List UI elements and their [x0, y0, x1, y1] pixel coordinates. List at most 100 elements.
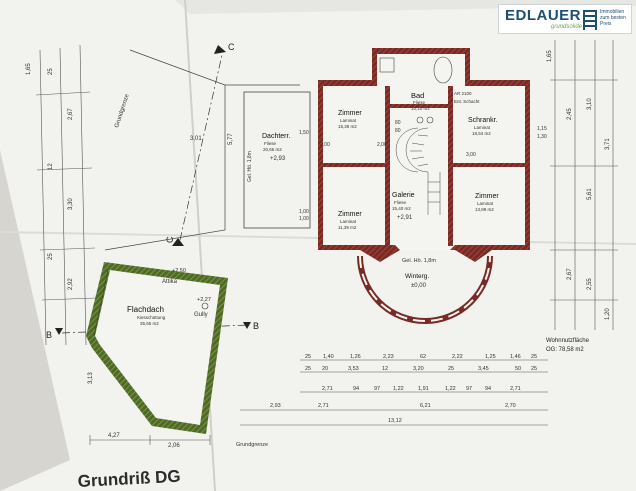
- roof-terrace-outline: [243, 91, 311, 229]
- dim-label: 25: [48, 68, 54, 75]
- room-schrankr-name: Schrankr.: [468, 117, 498, 124]
- dim-label: 2,06: [168, 443, 180, 449]
- dim-label: 97: [466, 386, 472, 392]
- dim-label: 1,40: [323, 354, 334, 360]
- room-schrankr-area: 18,54 m2: [472, 131, 491, 136]
- bottom-left-dimension: [89, 435, 211, 445]
- flat-roof-level: +2,27: [197, 297, 211, 303]
- dim-label: 50: [515, 366, 521, 372]
- logo-slogan: grundsolide: [551, 24, 583, 30]
- section-mark-c: C: [228, 42, 235, 52]
- bottom-dimension-chain: [240, 359, 548, 426]
- living-area-label: Wohnnutzfläche: [546, 338, 590, 344]
- shower-icon: [379, 57, 395, 73]
- dim-label: 3,53: [348, 366, 359, 372]
- dim-label: 1,30: [537, 134, 547, 140]
- dim-label: 97: [374, 386, 380, 392]
- bottom-dimension-row-1: 25 1,40 1,26 2,23 62 2,22 1,25 1,46 25: [305, 354, 537, 360]
- galerie-level: +2,91: [397, 215, 413, 221]
- dim-label: 20: [322, 366, 328, 372]
- dim-label: 94: [353, 386, 359, 392]
- paper-shadow: [0, 150, 70, 491]
- dim-label: 94: [485, 386, 491, 392]
- room-zimmer-c-name: Zimmer: [475, 193, 499, 200]
- dim-label: 3,00: [466, 152, 476, 158]
- dim-label: 1,25: [485, 354, 496, 360]
- room-zimmer-a-floor: Laminat: [340, 118, 357, 123]
- logo-tagline-line: zum besten: [600, 15, 626, 21]
- dim-label: 3,30: [68, 198, 74, 210]
- dim-label: 1,65: [26, 63, 32, 75]
- dim-label: 1,00: [299, 216, 309, 222]
- railing-height: Gel. Hö. 1,8m: [402, 258, 436, 264]
- room-galerie-area: 15,40 m2: [392, 206, 411, 211]
- dim-label: 1,15: [537, 126, 547, 132]
- dim-label: 1,20: [605, 308, 611, 320]
- dim-label: 5,61: [587, 188, 593, 200]
- dim-label: 25: [531, 354, 537, 360]
- dim-label: 4,27: [108, 433, 120, 439]
- dim-label: 2,71: [318, 403, 329, 409]
- room-zimmer-b-area: 11,39 m2: [338, 225, 357, 230]
- dim-label: 2,55: [587, 278, 593, 290]
- staircase: [395, 127, 441, 215]
- dim-label: 3,01: [190, 136, 202, 142]
- flat-roof-name: Flachdach: [127, 305, 164, 314]
- paper-fold: [184, 0, 216, 491]
- dim-label: 25: [305, 354, 311, 360]
- dim-label: 1,26: [350, 354, 361, 360]
- dim-label: 2,71: [510, 386, 521, 392]
- sink-icon: [426, 116, 434, 124]
- left-dimension-labels: 1,65 25 2,67 12 3,30 25 2,92: [26, 63, 74, 290]
- room-schrankr-floor: Laminat: [474, 125, 491, 130]
- dim-label: 62: [420, 354, 426, 360]
- wintergarden-name: Winterg.: [405, 273, 429, 280]
- dim-label: 3,20: [413, 366, 424, 372]
- section-mark-c: C: [165, 236, 175, 243]
- section-mark-b: B: [253, 321, 259, 331]
- section-arrow: [243, 322, 251, 329]
- inner-dimension-labels: 1,50 1,00 1,00 80 80 1,15 1,30 2,00 2,00…: [299, 120, 547, 222]
- dim-label: 1,22: [445, 386, 456, 392]
- dim-label: 2,67: [68, 108, 74, 120]
- dim-label: 2,00: [320, 142, 330, 148]
- bathtub-icon: [433, 56, 453, 84]
- agency-logo: EDLAUER grundsolide Immobilien zum beste…: [498, 4, 632, 34]
- dim-label: 12: [382, 366, 388, 372]
- property-boundary: [104, 49, 300, 251]
- section-arrow: [214, 45, 226, 54]
- boundary-label: Grundgrenze: [236, 442, 268, 448]
- room-galerie-floor: Fliese: [394, 200, 407, 205]
- dim-label: 25: [305, 366, 311, 372]
- dim-label: 3,45: [478, 366, 489, 372]
- attika-level: +2,50: [172, 268, 186, 274]
- dim-label: 2,71: [322, 386, 333, 392]
- room-zimmer-c-area: 13,89 m2: [475, 207, 494, 212]
- section-arrow: [55, 328, 63, 335]
- bottom-dimension-row-4: 2,93 2,71 6,21 2,70: [270, 403, 516, 409]
- logo-tagline: Immobilien zum besten Preis: [600, 9, 632, 27]
- dim-total: 13,12: [388, 418, 402, 424]
- dim-label: 2,23: [383, 354, 394, 360]
- logo-tagline-line: Preis: [600, 21, 612, 27]
- room-zimmer-a-area: 15,39 m2: [338, 124, 357, 129]
- room-galerie-name: Galerie: [392, 192, 415, 199]
- logo-mark-icon: [583, 10, 597, 30]
- dim-label: 2,45: [567, 108, 573, 120]
- roof-terrace-floor: Fliese: [264, 141, 277, 146]
- roof-terrace-name: Dachterr.: [262, 133, 290, 140]
- room-zimmer-c-floor: Laminat: [477, 201, 494, 206]
- dim-label: 5,77: [228, 133, 234, 145]
- dim-label: 12: [48, 163, 54, 170]
- gully-label: Gully: [194, 312, 208, 318]
- bottom-dimension-row-3: 2,71 94 97 1,22 1,91 1,22 97 94 2,71: [322, 386, 521, 392]
- dim-label: 25: [448, 366, 454, 372]
- dim-label: 2,67: [567, 268, 573, 280]
- flat-roof-material: Kiesschüttung: [137, 315, 166, 320]
- dim-label: 3,71: [605, 138, 611, 150]
- shaft-label: Ent. Schacht: [454, 99, 480, 104]
- room-zimmer-b-name: Zimmer: [338, 211, 362, 218]
- dim-label: 2,92: [68, 278, 74, 290]
